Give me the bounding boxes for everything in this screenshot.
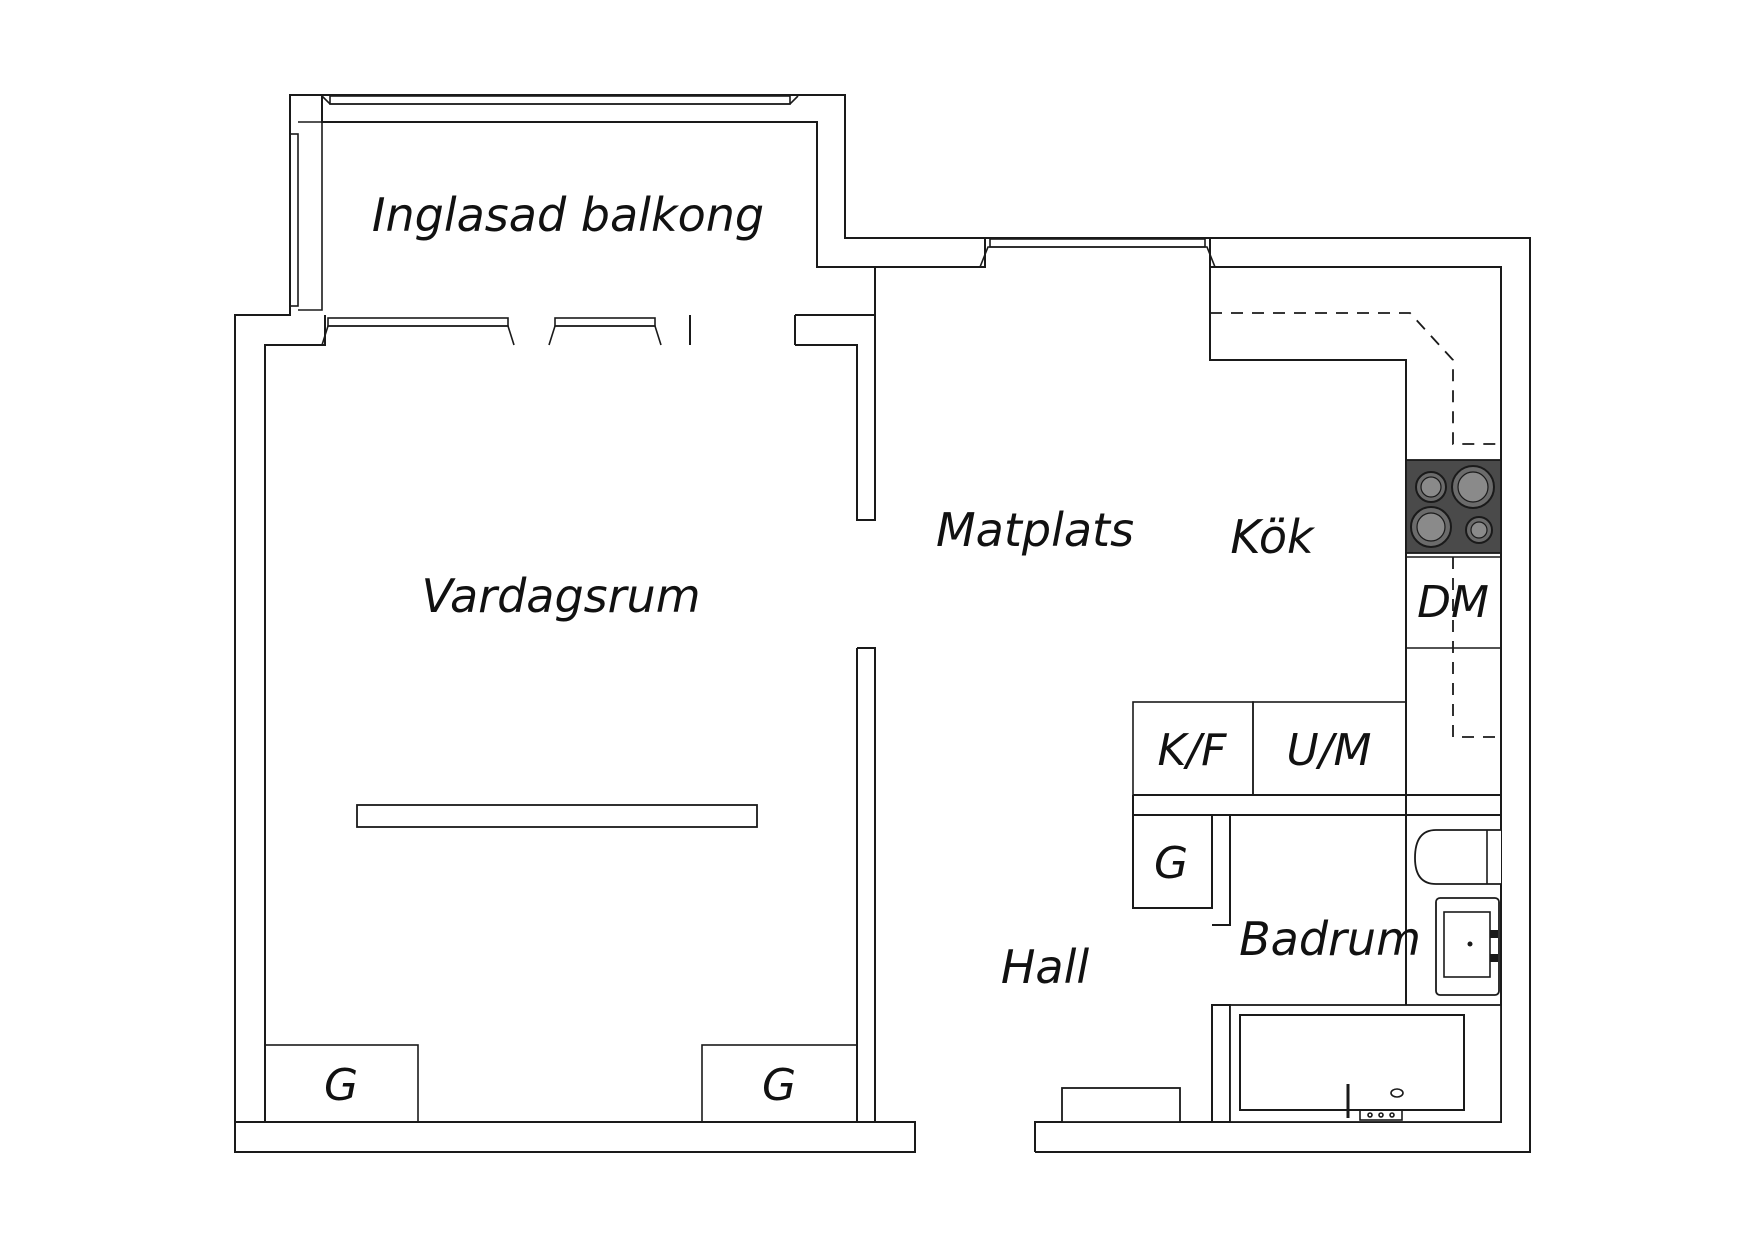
labels: Inglasad balkong Vardagsrum Matplats Kök… bbox=[324, 188, 1489, 1111]
hall-bench bbox=[1061, 1087, 1181, 1123]
bathtub-icon bbox=[1229, 1004, 1502, 1123]
outer-walls bbox=[234, 94, 1531, 1153]
label-wardrobe-hall: G bbox=[1154, 838, 1188, 889]
balcony-windows bbox=[289, 95, 799, 346]
toilet-icon bbox=[1414, 829, 1501, 885]
label-living-room: Vardagsrum bbox=[421, 569, 700, 623]
kitchen-window bbox=[979, 238, 1216, 268]
label-balcony: Inglasad balkong bbox=[372, 188, 764, 242]
label-dining: Matplats bbox=[936, 503, 1134, 557]
hall-wardrobe bbox=[1132, 794, 1501, 926]
label-bathroom: Badrum bbox=[1239, 912, 1421, 966]
tv-bench bbox=[356, 804, 758, 828]
sink-icon bbox=[1435, 897, 1500, 996]
label-wardrobe-living-right: G bbox=[762, 1060, 796, 1111]
living-wardrobes bbox=[264, 1044, 858, 1123]
label-oven-microwave: U/M bbox=[1287, 725, 1372, 776]
label-wardrobe-living-left: G bbox=[324, 1060, 358, 1111]
label-kitchen: Kök bbox=[1230, 510, 1316, 564]
label-hall: Hall bbox=[1001, 940, 1090, 994]
stove-icon bbox=[1405, 459, 1502, 554]
wall-lines bbox=[234, 94, 1531, 1153]
label-fridge-freezer: K/F bbox=[1158, 725, 1228, 776]
label-dishwasher: DM bbox=[1417, 577, 1489, 628]
